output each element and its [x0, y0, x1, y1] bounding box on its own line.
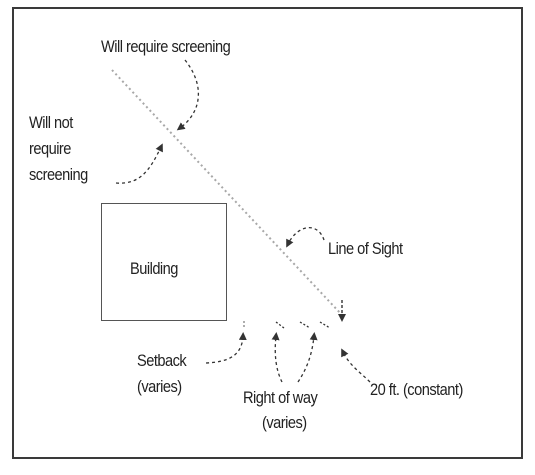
leader-constant — [341, 348, 371, 383]
building-outline — [101, 203, 227, 321]
leader-setback — [205, 332, 247, 364]
tick-row-c — [319, 321, 331, 329]
leader-will-require — [176, 59, 199, 131]
leader-will-not-require — [115, 143, 163, 184]
leader-row-left — [271, 332, 283, 383]
label-setback-line2: (varies) — [137, 377, 182, 396]
label-will-not-line3: screening — [29, 165, 88, 184]
line-of-sight — [111, 69, 343, 316]
leader-row-right — [297, 332, 318, 383]
label-building: Building — [130, 259, 178, 278]
label-will-not-line1: Will not — [29, 113, 73, 132]
diagram-frame — [12, 7, 523, 459]
label-will-not-line2: require — [29, 139, 71, 158]
label-setback-line1: Setback — [137, 351, 187, 370]
label-line-of-sight: Line of Sight — [328, 239, 403, 258]
label-row-line2: (varies) — [262, 413, 307, 432]
tick-row-b — [299, 321, 311, 329]
tick-row-a — [275, 321, 285, 329]
label-row-line1: Right of way — [243, 388, 318, 407]
leader-line-of-sight — [286, 227, 325, 248]
label-will-require-screening: Will require screening — [101, 37, 231, 56]
label-20ft-constant: 20 ft. (constant) — [370, 380, 463, 399]
